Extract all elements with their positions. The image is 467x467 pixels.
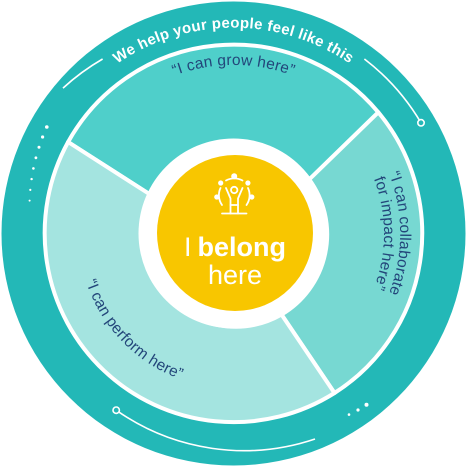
center-word-i: I [184, 232, 192, 262]
dotted-trail-bottom-right [347, 402, 369, 416]
people-circle-icon [214, 173, 255, 215]
outer-arc-line-bottom [115, 409, 316, 452]
outer-arc-dot-right [416, 118, 425, 127]
dotted-trail-left [28, 125, 49, 202]
outer-arc-line-top [62, 58, 104, 89]
outer-arc-dot-bottom [112, 406, 121, 415]
center-title-line2: here [208, 260, 262, 290]
outer-arc-line-top-right [363, 58, 422, 124]
center-circle [157, 155, 313, 311]
center-word-belong: belong [198, 232, 287, 262]
